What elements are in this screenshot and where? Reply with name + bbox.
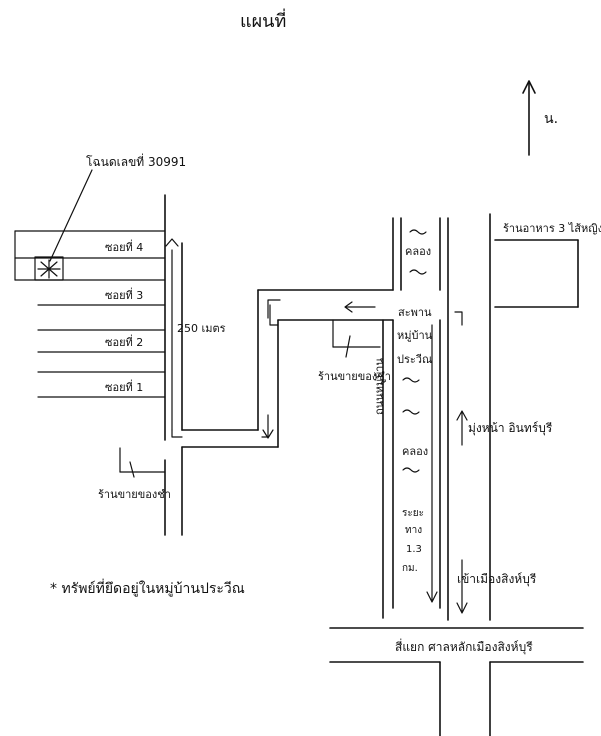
distance-13-line4: กม. — [402, 563, 418, 574]
village-label-line1: หมู่บ้าน — [397, 329, 433, 342]
to-inburi-arrow — [456, 410, 468, 446]
soi-lines — [14, 230, 166, 398]
north-arrow-icon — [522, 80, 536, 156]
to-singburi-arrow — [456, 559, 468, 614]
village-block — [392, 319, 441, 609]
village-road-label: ถนนหมู่บ้าน — [373, 358, 386, 415]
village-label-line2: ประวีณ — [397, 353, 432, 366]
soi-1-label: ซอยที่ 1 — [105, 379, 143, 394]
north-label: น. — [544, 111, 558, 127]
map-title: แผนที่ — [240, 8, 286, 32]
grocery-shop-right — [332, 319, 381, 358]
soi-3-label: ซอยที่ 3 — [105, 287, 143, 302]
grocery-shop-left — [119, 447, 166, 478]
distance-13-line2: ทาง — [405, 525, 422, 536]
bridge-arrow — [454, 311, 463, 326]
title-deed-pointer — [49, 169, 93, 262]
left-vertical-road — [164, 194, 183, 536]
route-arrow-250m — [165, 238, 183, 438]
title-deed-label: โฉนดเลขที่ 30991 — [86, 153, 186, 169]
bridge-label: สะพาน — [398, 306, 432, 319]
distance-250-label: 250 เมตร — [177, 322, 226, 335]
grocery-shop-right-label: ร้านขายของชำ — [318, 370, 391, 383]
property-note: * ทรัพย์ที่ยึดอยู่ในหมู่บ้านประวีณ — [50, 579, 245, 597]
canal-upper-label: คลอง — [405, 245, 431, 258]
to-singburi-label: เข้าเมืองสิงห์บุรี — [457, 572, 537, 587]
soi-4-label: ซอยที่ 4 — [105, 239, 143, 254]
right-main-road — [447, 213, 491, 621]
restaurant-block — [494, 239, 579, 308]
property-plot — [34, 256, 64, 281]
to-inburi-label: มุ่งหน้า อินทร์บุรี — [468, 421, 553, 436]
grocery-shop-left-label: ร้านขายของชำ — [98, 488, 171, 501]
intersection-label: สี่แยก ศาลหลักเมืองสิงห์บุรี — [395, 638, 533, 655]
connecting-road — [181, 217, 394, 619]
canal-upper — [400, 217, 441, 291]
soi-2-label: ซอยที่ 2 — [105, 334, 143, 349]
restaurant-label: ร้านอาหาร 3 ไส้หญิง — [503, 222, 601, 235]
bottom-intersection — [329, 627, 584, 736]
canal-lower-label: คลอง — [402, 445, 428, 458]
distance-13-line3: 1.3 — [406, 544, 422, 555]
route-arrows-connecting — [261, 299, 376, 439]
distance-13-line1: ระยะ — [402, 508, 424, 519]
